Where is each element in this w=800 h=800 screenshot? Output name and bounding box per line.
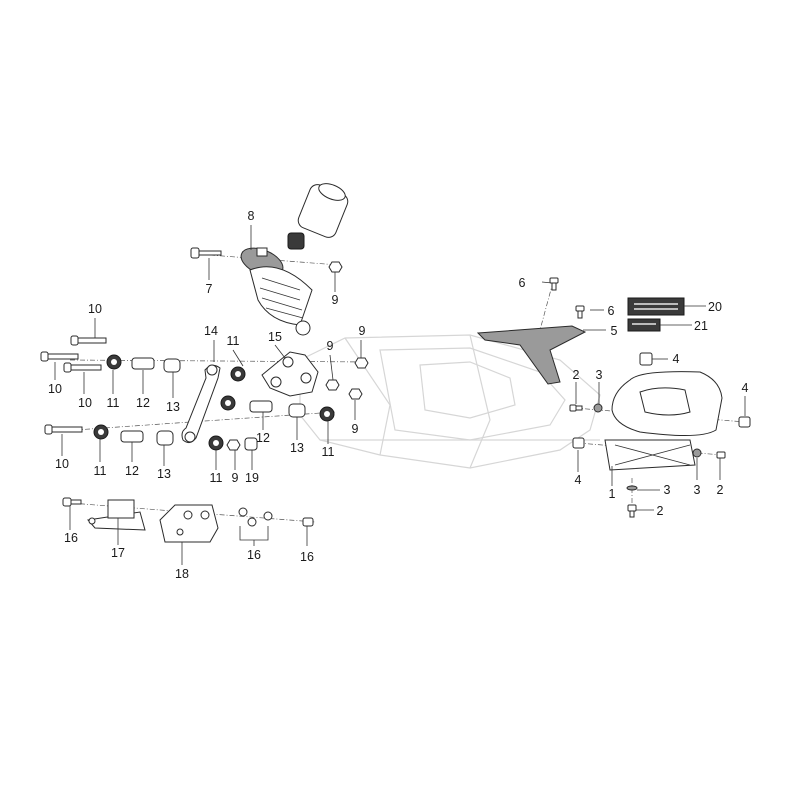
callout-10-b: 10 [48, 382, 62, 396]
callout-16-c: 16 [300, 550, 314, 564]
callout-2-b: 2 [717, 483, 724, 497]
spacers-12 [120, 357, 273, 443]
callout-21: 21 [694, 319, 708, 333]
callout-9-b: 9 [359, 324, 366, 338]
bolt-7 [190, 247, 222, 259]
callout-13-a: 13 [166, 400, 180, 414]
callout-6-b: 6 [608, 304, 615, 318]
callout-numbers: 8 7 9 10 14 11 15 9 9 10 10 11 12 13 9 1… [48, 209, 748, 581]
link-rod-14 [181, 364, 221, 444]
bracket-17 [87, 499, 146, 531]
callout-4-b: 4 [742, 381, 749, 395]
rocker-arm-15 [261, 351, 319, 397]
callout-8: 8 [248, 209, 255, 223]
callout-10-a: 10 [88, 302, 102, 316]
callout-16-a: 16 [64, 531, 78, 545]
callout-19: 19 [245, 471, 259, 485]
callout-17: 17 [111, 546, 125, 560]
callout-13-c: 13 [157, 467, 171, 481]
callout-11-c: 11 [322, 445, 335, 459]
label-plates [627, 297, 685, 332]
leader-lines [54, 225, 746, 565]
bolts-2-washers-3 [569, 403, 726, 518]
callout-11-a: 11 [227, 334, 240, 348]
nut-9-upper [328, 261, 343, 273]
callout-10-d: 10 [55, 457, 69, 471]
callout-7: 7 [206, 282, 213, 296]
rear-guard-1 [604, 371, 723, 471]
callout-9-c: 9 [327, 339, 334, 353]
bolts-10 [40, 335, 107, 435]
callout-16-b: 16 [247, 548, 261, 562]
callout-2-a: 2 [573, 368, 580, 382]
nuts-9 [226, 357, 369, 451]
callout-1: 1 [609, 487, 616, 501]
callout-11-b: 11 [107, 396, 120, 410]
callout-2-c: 2 [657, 504, 664, 518]
callout-12-b: 12 [256, 431, 270, 445]
callout-11-d: 11 [94, 464, 107, 478]
callout-4-c: 4 [575, 473, 582, 487]
callout-13-b: 13 [290, 441, 304, 455]
callout-20: 20 [708, 300, 722, 314]
callout-3-c: 3 [694, 483, 701, 497]
callout-3-a: 3 [596, 368, 603, 382]
callout-12-a: 12 [136, 396, 150, 410]
callout-15: 15 [268, 330, 282, 344]
callout-9-d: 9 [352, 422, 359, 436]
callout-3-b: 3 [664, 483, 671, 497]
bolts-16 [62, 497, 314, 527]
callout-14: 14 [204, 324, 218, 338]
callout-5: 5 [611, 324, 618, 338]
collars-13 [156, 358, 306, 446]
spacers-4 [572, 352, 751, 449]
swingarm-ghost [299, 334, 601, 469]
bracket-18 [159, 504, 219, 543]
callout-18: 18 [175, 567, 189, 581]
shock-absorber [240, 183, 349, 336]
callout-9-e: 9 [232, 471, 239, 485]
bearings-11 [93, 354, 335, 451]
washer-19 [244, 437, 258, 451]
callout-4-a: 4 [673, 352, 680, 366]
callout-10-c: 10 [78, 396, 92, 410]
callout-12-c: 12 [125, 464, 139, 478]
chain-guide-5 [476, 325, 587, 385]
screws-6 [549, 277, 585, 319]
callout-9-a: 9 [332, 293, 339, 307]
callout-11-e: 11 [210, 471, 223, 485]
callout-6-a: 6 [519, 276, 526, 290]
